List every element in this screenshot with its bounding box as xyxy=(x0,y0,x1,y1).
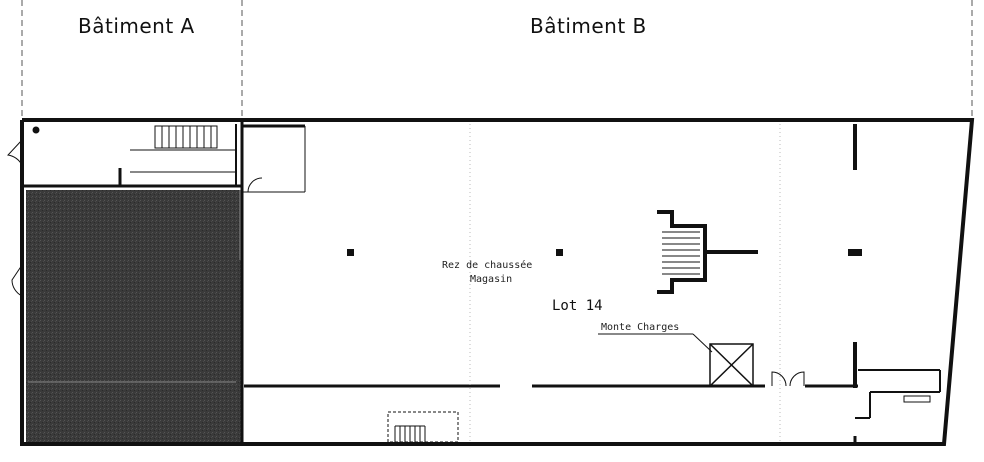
lot-label: Lot 14 xyxy=(552,298,603,314)
building-a-walls xyxy=(24,120,244,444)
goods-lift-label: Monte Charges xyxy=(601,322,679,333)
stair-building-a xyxy=(154,125,218,149)
hatched-area xyxy=(26,190,242,444)
double-door xyxy=(771,371,805,387)
pillars xyxy=(347,249,862,256)
exterior-walls xyxy=(20,118,975,446)
building-b-walls xyxy=(244,124,941,444)
level-label: Rez de chaussée xyxy=(442,259,532,271)
building-b-header: Bâtiment B xyxy=(530,14,647,38)
lower-stair xyxy=(387,411,459,443)
use-label: Magasin xyxy=(470,274,512,285)
building-a-header: Bâtiment A xyxy=(78,14,195,38)
central-stair xyxy=(657,210,707,294)
small-room xyxy=(242,124,306,193)
utility-box xyxy=(903,395,931,403)
entrance-doors xyxy=(7,126,40,297)
scan-marks xyxy=(469,124,781,444)
goods-lift xyxy=(598,333,754,387)
